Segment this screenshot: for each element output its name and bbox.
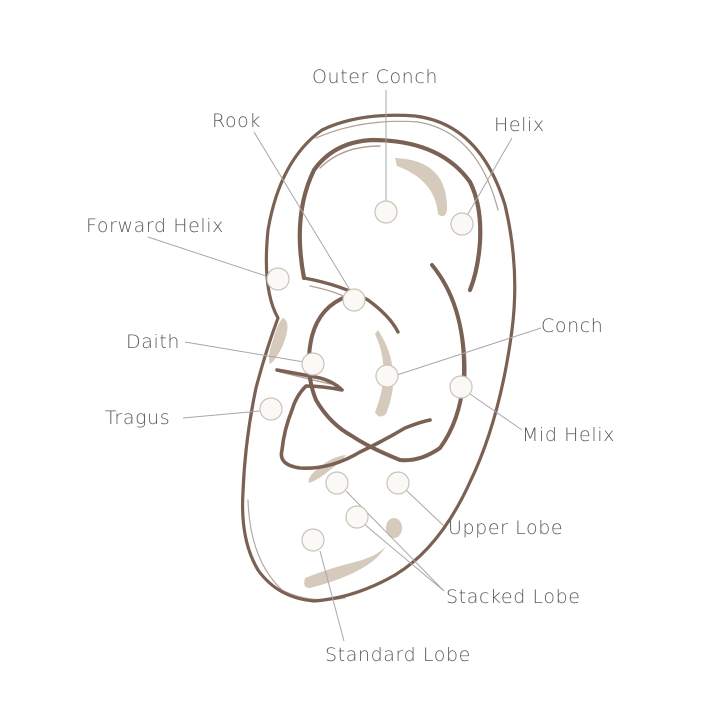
label-forward-helix: Forward Helix <box>86 215 224 237</box>
marker-conch <box>375 364 399 388</box>
marker-daith <box>301 352 325 376</box>
label-helix: Helix <box>494 114 545 136</box>
label-tragus: Tragus <box>105 407 170 429</box>
label-daith: Daith <box>126 331 180 353</box>
leader-conch <box>396 327 542 376</box>
label-standard-lobe: Standard Lobe <box>325 644 471 666</box>
marker-mid-helix <box>449 375 473 399</box>
leader-standard-lobe <box>319 550 345 642</box>
leader-upper-lobe <box>405 489 445 527</box>
leader-lines <box>147 90 542 642</box>
leader-rook <box>253 131 351 291</box>
marker-tragus <box>259 397 283 421</box>
label-upper-lobe: Upper Lobe <box>448 517 563 539</box>
leader-forward-helix <box>147 236 267 277</box>
label-conch: Conch <box>541 315 603 337</box>
piercing-labels: Outer Conch Helix Rook Forward Helix Dai… <box>86 66 615 666</box>
marker-helix <box>450 212 474 236</box>
marker-stacked-lobe-1 <box>325 471 349 495</box>
marker-rook <box>342 288 366 312</box>
leader-helix <box>467 137 513 215</box>
label-rook: Rook <box>212 110 261 132</box>
leader-stacked-lobe-b <box>363 523 445 592</box>
label-outer-conch: Outer Conch <box>312 66 438 88</box>
piercing-markers <box>259 200 474 552</box>
label-mid-helix: Mid Helix <box>522 424 615 446</box>
marker-upper-lobe <box>386 471 410 495</box>
label-stacked-lobe: Stacked Lobe <box>446 586 581 608</box>
ear-outline <box>241 113 517 603</box>
marker-standard-lobe <box>301 528 325 552</box>
marker-outer-conch <box>374 200 398 224</box>
leader-tragus <box>182 410 261 419</box>
leader-daith <box>184 341 305 363</box>
marker-forward-helix <box>266 267 290 291</box>
marker-stacked-lobe-2 <box>345 505 369 529</box>
leader-mid-helix <box>469 393 523 431</box>
